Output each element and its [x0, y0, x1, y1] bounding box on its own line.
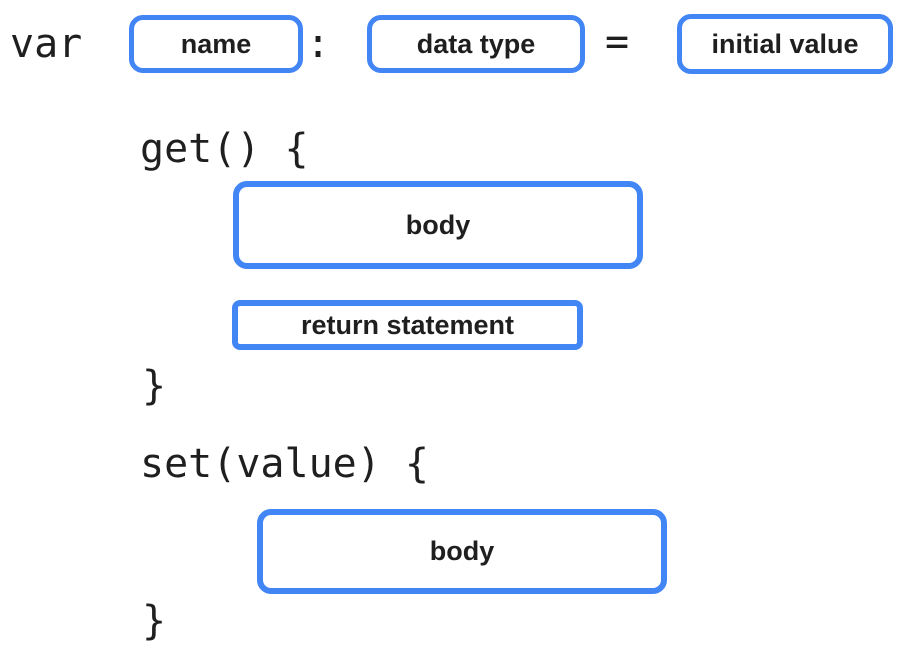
getter-body-placeholder-box: body: [233, 181, 643, 269]
setter-close-brace: }: [142, 598, 167, 644]
getter-body-placeholder-label: body: [405, 209, 471, 240]
setter-body-placeholder-label: body: [429, 536, 495, 566]
getter-open-code: get() {: [140, 126, 309, 172]
colon-separator: :: [306, 21, 331, 67]
getter-close-brace: }: [142, 363, 167, 409]
name-placeholder-label: name: [180, 28, 252, 59]
setter-body-placeholder-box: body: [257, 509, 667, 594]
setter-open-code: set(value) {: [140, 441, 429, 487]
name-placeholder-box: name: [129, 15, 303, 73]
var-keyword: var: [10, 21, 83, 67]
initial-value-placeholder-label: initial value: [711, 28, 859, 59]
return-statement-placeholder-label: return statement: [300, 309, 515, 340]
return-statement-placeholder-box: return statement: [232, 300, 583, 350]
data-type-placeholder-label: data type: [416, 28, 536, 59]
initial-value-placeholder-box: initial value: [677, 14, 893, 74]
data-type-placeholder-box: data type: [367, 15, 585, 73]
equals-sign: =: [605, 19, 630, 65]
